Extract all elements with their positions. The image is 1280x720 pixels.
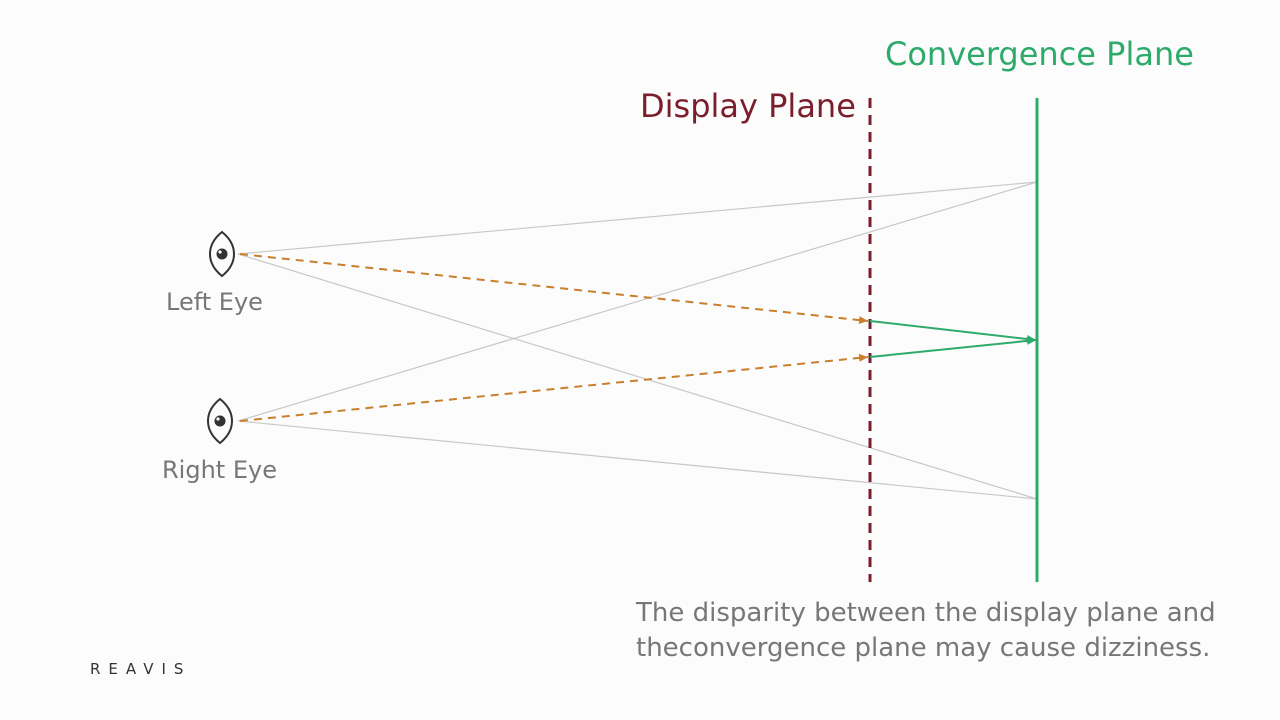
caption: The disparity between the display plane … [636, 596, 1256, 666]
right-eye-label: Right Eye [162, 456, 277, 484]
green-ray-lower [869, 336, 1037, 358]
display-plane-label: Display Plane [640, 87, 856, 125]
caption-line-1: The disparity between the display plane … [636, 598, 1216, 628]
gray-ray-right-bottom [237, 420, 1038, 500]
right-eye-dashed-ray [239, 353, 869, 422]
gray-ray-left-bottom [237, 253, 1038, 500]
gray-ray-left-top [237, 181, 1038, 255]
left-eye-icon [208, 230, 236, 278]
brand-logo: REAVIS [90, 660, 192, 678]
left-eye-label: Left Eye [166, 288, 263, 316]
caption-line-2: theconvergence plane may cause dizziness… [636, 633, 1211, 663]
gray-ray-right-top [237, 181, 1038, 422]
green-ray-upper [869, 320, 1037, 343]
right-eye-icon [206, 397, 234, 445]
left-eye-dashed-ray [239, 253, 869, 325]
convergence-plane-label: Convergence Plane [885, 35, 1194, 73]
